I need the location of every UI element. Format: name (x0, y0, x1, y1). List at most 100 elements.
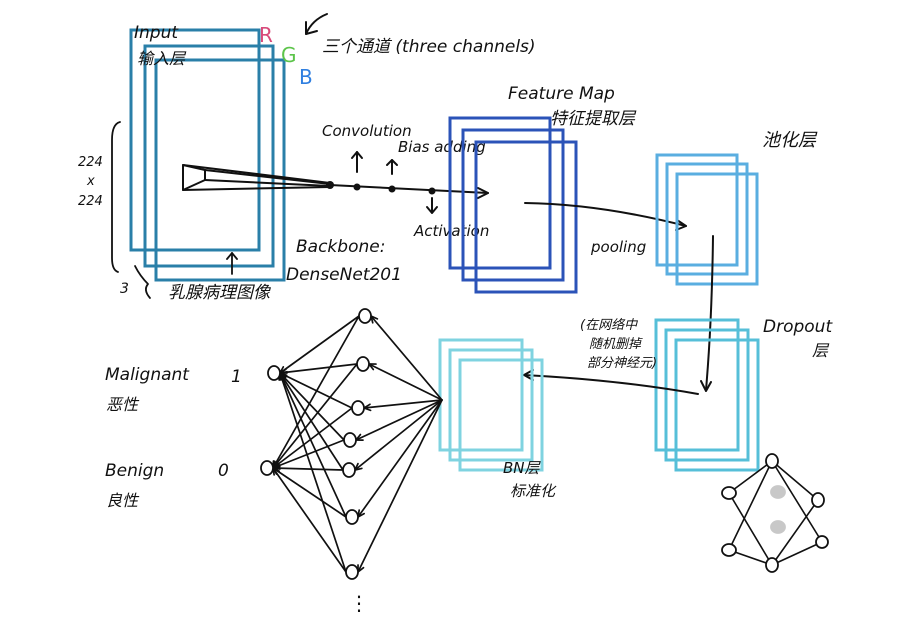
mini-output-node-2 (815, 535, 829, 549)
conv-window-icon (182, 164, 331, 191)
mini-output-node-1 (811, 492, 825, 508)
dropout-title-cn: 层 (812, 341, 830, 360)
bn-to-hidden-edge-4 (354, 399, 443, 471)
mini-input-node-2 (721, 543, 737, 557)
bias-node (353, 183, 361, 191)
pooling-title-cn: 池化层 (762, 130, 818, 151)
backbone-nodes (326, 181, 436, 195)
hidden-node-1 (356, 356, 370, 372)
input-frame-r (129, 28, 261, 252)
input-size-bottom: 224 (78, 194, 103, 209)
dropout-note-line3: 部分神经元) (587, 356, 657, 371)
mini-dropped-node-2 (770, 520, 786, 534)
channel-b-label: B (299, 65, 313, 89)
dropout-to-bn-arrow (523, 369, 699, 395)
pooling-label: pooling (590, 238, 646, 256)
bn-frame-1 (438, 338, 524, 452)
hidden-node-3 (343, 432, 357, 448)
mini-dropped-node-1 (770, 485, 786, 499)
depth-brace-icon (134, 265, 151, 299)
bn-frames (438, 338, 544, 472)
hidden-node-0 (358, 308, 372, 324)
feature-frame-3 (474, 140, 578, 294)
dense-ellipsis: ⋮ (349, 591, 369, 615)
out-node (428, 187, 436, 195)
hidden-0-to-output-0-edge (279, 315, 360, 374)
bn-to-hidden-edge-5 (357, 399, 443, 518)
hidden-node-5 (345, 509, 359, 525)
benign-value: 0 (218, 461, 229, 481)
hidden-1-to-output-1-edge (272, 363, 358, 469)
pool-frame-1 (655, 153, 739, 267)
input-caption: 乳腺病理图像 (168, 283, 271, 303)
backbone-name-line2: DenseNet201 (286, 265, 402, 285)
input-frame-g (143, 44, 275, 268)
hidden-2-to-output-0-edge (279, 372, 353, 409)
dropout-note-line2: 随机删掉 (589, 337, 643, 352)
input-size-top: 224 (78, 155, 103, 170)
hidden-node-4 (342, 462, 356, 478)
dropout-frame-1 (654, 318, 740, 452)
input-layer-frames (129, 28, 286, 282)
hidden-5-to-output-1-edge (272, 467, 347, 518)
bn-to-hidden-edge-2 (363, 399, 443, 409)
channel-g-label: G (281, 43, 297, 67)
bn-to-hidden-edge-1 (368, 363, 443, 401)
bn-to-hidden-edge-3 (355, 399, 443, 441)
dropout-mini-nodes (721, 453, 829, 573)
pooling-frames (655, 153, 759, 286)
size-brace-icon (111, 121, 121, 273)
mini-hidden-node-1 (765, 453, 779, 469)
hidden-4-to-output-1-edge (272, 467, 344, 471)
output-node-benign (260, 460, 274, 476)
hidden-1-to-output-0-edge (279, 363, 358, 374)
input-title-cn: 输入层 (137, 49, 187, 68)
output-node-malignant (267, 365, 281, 381)
input-title-en: Input (134, 23, 179, 43)
channels-pointer-icon (305, 13, 328, 35)
malignant-value: 1 (231, 367, 242, 387)
mini-input-node-1 (721, 486, 737, 500)
act-node (388, 185, 396, 193)
dropout-frame-2 (664, 328, 750, 462)
bn-frame-2 (448, 348, 534, 462)
hidden-4-to-output-0-edge (279, 372, 344, 471)
dense-network-edges (272, 315, 443, 573)
bn-to-hidden-edge-6 (357, 399, 443, 573)
hidden-3-to-output-1-edge (272, 439, 345, 469)
dropout-mini-network (728, 460, 823, 566)
hidden-node-6 (345, 564, 359, 580)
feature-frame-1 (448, 116, 552, 270)
channels-note: 三个通道 (three channels) (322, 37, 536, 57)
label-convolution: Convolution (322, 122, 412, 140)
feature-map-subtitle: 特征提取层 (550, 109, 637, 129)
channel-r-label: R (259, 23, 273, 47)
backbone-name-line1: Backbone: (296, 237, 385, 257)
pool-frame-3 (675, 172, 759, 286)
hidden-5-to-output-0-edge (279, 372, 347, 518)
dense-network-nodes (260, 308, 372, 580)
malignant-label-cn: 恶性 (106, 395, 140, 414)
feature-map-frames (448, 116, 578, 294)
input-size-x: x (86, 174, 95, 189)
pool-to-dropout-arrow (700, 235, 714, 392)
conv-node (326, 181, 334, 189)
mini-hidden-node-2 (765, 557, 779, 573)
benign-label-cn: 良性 (106, 491, 140, 510)
dropout-note-line1: (在网络中 (580, 317, 638, 333)
bn-to-hidden-edge-0 (370, 315, 443, 401)
hidden-6-to-output-0-edge (279, 372, 347, 573)
bn-subtitle: 标准化 (510, 482, 557, 500)
malignant-label-en: Malignant (105, 365, 190, 385)
bn-frame-3 (458, 358, 544, 472)
label-bias-adding: Bias adding (398, 138, 486, 156)
hidden-6-to-output-1-edge (272, 467, 347, 573)
input-frame-b (154, 58, 286, 282)
hidden-node-2 (351, 400, 365, 416)
input-depth: 3 (120, 281, 129, 297)
benign-label-en: Benign (105, 461, 164, 481)
feature-map-title: Feature Map (508, 84, 615, 104)
caption-arrow-icon (226, 252, 238, 275)
